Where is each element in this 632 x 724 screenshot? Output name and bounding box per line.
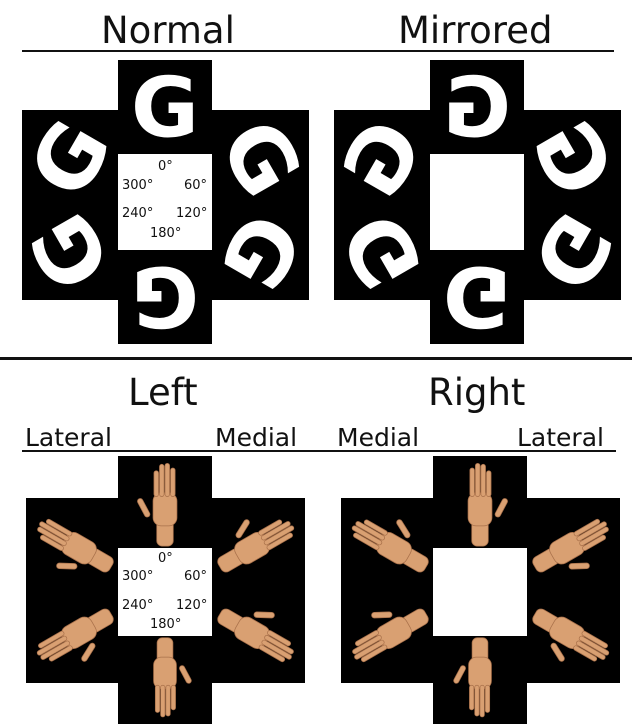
svg-text:G: G [524, 203, 621, 300]
right-lateral-label: Lateral [517, 425, 604, 450]
svg-text:G: G [524, 110, 621, 207]
angle-key-top: 0° 300° 60° 240° 120° 180° [118, 154, 212, 250]
mirrored-g-0: G [430, 60, 524, 154]
right-hand-0 [433, 456, 527, 548]
left-heading: Left [128, 374, 198, 411]
normal-g-0: G [118, 60, 212, 154]
angle-60: 60° [184, 570, 207, 583]
right-hand-60 [527, 498, 620, 591]
mirrored-g-300: G [334, 110, 431, 207]
angle-300: 300° [122, 179, 153, 192]
right-center-blank [433, 548, 527, 636]
left-hand-120 [212, 590, 305, 683]
right-hand-240 [341, 590, 434, 683]
normal-g-60: G [212, 110, 309, 207]
svg-text:G: G [131, 250, 199, 344]
normal-g-120: G [212, 203, 309, 300]
mirrored-g-180: G [430, 250, 524, 344]
right-medial-label: Medial [337, 425, 419, 450]
mirrored-g-120: G [524, 203, 621, 300]
top-divider [22, 50, 614, 52]
normal-g-240: G [22, 203, 119, 300]
angle-0: 0° [158, 160, 173, 173]
svg-text:G: G [443, 60, 511, 154]
left-medial-label: Medial [215, 425, 297, 450]
normal-g-300: G [22, 110, 119, 207]
angle-300: 300° [122, 570, 153, 583]
svg-text:G: G [212, 203, 309, 300]
angle-240: 240° [122, 207, 153, 220]
right-hand-120 [527, 590, 620, 683]
normal-g-180: G [118, 250, 212, 344]
left-hand-180 [118, 636, 212, 724]
left-hand-300 [26, 498, 119, 591]
right-heading: Right [428, 374, 525, 411]
angle-180: 180° [150, 227, 181, 240]
mirrored-g-60: G [524, 110, 621, 207]
angle-60: 60° [184, 179, 207, 192]
angle-key-bottom: 0° 300° 60° 240° 120° 180° [118, 548, 212, 636]
labels-underline [22, 450, 616, 452]
mirrored-g-240: G [334, 203, 431, 300]
angle-240: 240° [122, 599, 153, 612]
angle-120: 120° [176, 599, 207, 612]
svg-text:G: G [22, 203, 119, 300]
section-divider [0, 357, 632, 360]
svg-text:G: G [22, 110, 119, 207]
angle-120: 120° [176, 207, 207, 220]
svg-text:G: G [334, 203, 431, 300]
mirrored-heading: Mirrored [398, 12, 552, 49]
right-hand-300 [341, 498, 434, 591]
angle-0: 0° [158, 552, 173, 565]
left-hand-0 [118, 456, 212, 548]
svg-text:G: G [131, 60, 199, 154]
svg-text:G: G [443, 250, 511, 344]
angle-180: 180° [150, 618, 181, 631]
svg-text:G: G [334, 110, 431, 207]
svg-text:G: G [212, 110, 309, 207]
right-hand-180 [433, 636, 527, 724]
left-hand-240 [26, 590, 119, 683]
normal-heading: Normal [101, 12, 235, 49]
left-lateral-label: Lateral [25, 425, 112, 450]
left-hand-60 [212, 498, 305, 591]
mirrored-center-blank [430, 154, 524, 250]
